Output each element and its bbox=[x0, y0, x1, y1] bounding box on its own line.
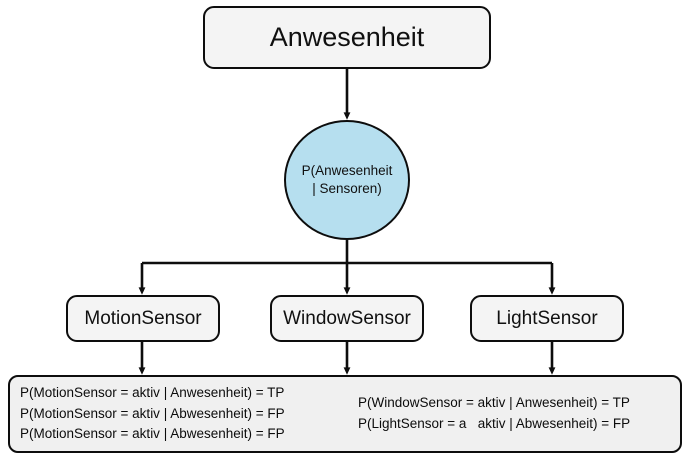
conditional-probability-panel: P(MotionSensor = aktiv | Anwesenheit) = … bbox=[8, 375, 682, 453]
node-anwesenheit[interactable]: Anwesenheit bbox=[203, 6, 491, 69]
cpt-line: P(WindowSensor = aktiv | Anwesenheit) = … bbox=[358, 395, 630, 411]
node-window-sensor-label: WindowSensor bbox=[283, 307, 411, 329]
node-window-sensor[interactable]: WindowSensor bbox=[270, 295, 424, 342]
cpt-column-window-light-sensor: P(WindowSensor = aktiv | Anwesenheit) = … bbox=[346, 377, 680, 451]
node-motion-sensor[interactable]: MotionSensor bbox=[66, 295, 220, 342]
node-light-sensor-label: LightSensor bbox=[496, 307, 598, 329]
node-anwesenheit-label: Anwesenheit bbox=[269, 22, 425, 52]
cpt-line: P(MotionSensor = aktiv | Abwesenheit) = … bbox=[20, 426, 285, 442]
cpt-line: P(MotionSensor = aktiv | Anwesenheit) = … bbox=[20, 385, 285, 401]
cpt-line: P(LightSensor = a aktiv | Abwesenheit) =… bbox=[358, 416, 631, 431]
cpt-line: P(MotionSensor = aktiv | Abwesenheit) = … bbox=[20, 405, 285, 421]
inference-formula-line-1: P(Anwesenheit bbox=[301, 162, 393, 178]
cpt-column-motion-sensor: P(MotionSensor = aktiv | Anwesenheit) = … bbox=[10, 377, 346, 451]
node-inference-probability[interactable]: P(Anwesenheit | Sensoren) bbox=[284, 120, 410, 240]
node-light-sensor[interactable]: LightSensor bbox=[470, 295, 624, 342]
node-motion-sensor-label: MotionSensor bbox=[84, 307, 202, 329]
inference-formula-line-2: | Sensoren) bbox=[312, 181, 382, 196]
